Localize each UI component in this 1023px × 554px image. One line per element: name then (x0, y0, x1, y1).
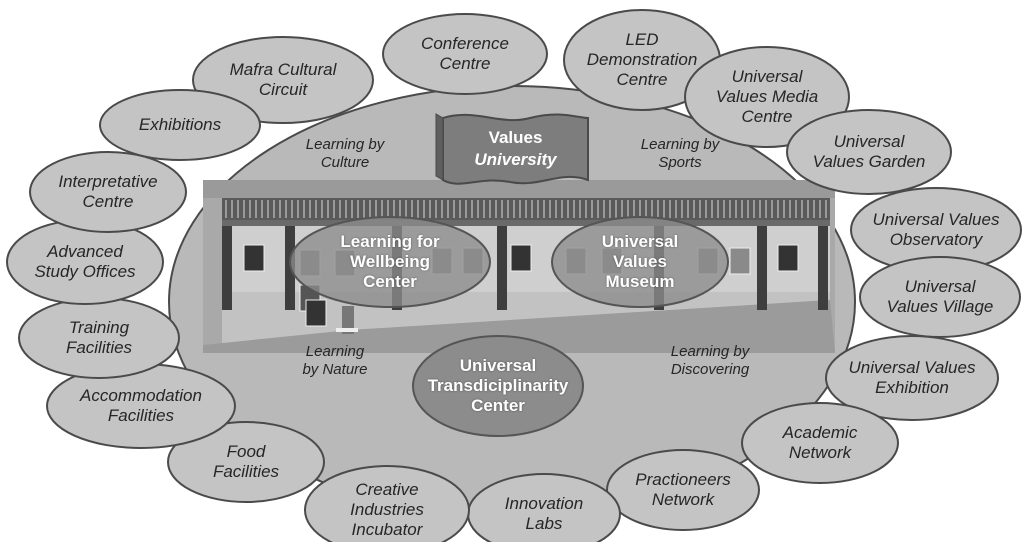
universal-values-garden-ellipse (786, 109, 952, 195)
food-facilities-label: Food Facilities (212, 441, 280, 481)
creative-industries-incubator-ellipse (304, 465, 470, 542)
exhibitions-label: Exhibitions (138, 114, 222, 134)
led-demonstration-centre-label: LED Demonstration Centre (586, 29, 698, 90)
diagram-canvas: Values University Learning by Culture Le… (6, 9, 1022, 542)
universal-values-exhibition-label: Universal Values Exhibition (848, 357, 976, 397)
academic-network-label: Academic Network (782, 422, 858, 462)
banner-label: Values University (443, 122, 588, 176)
mafra-cultural-circuit-label: Mafra Cultural Circuit (229, 59, 337, 99)
diagram-svg (6, 9, 1022, 542)
practioneers-network-label: Practioneers Network (635, 469, 731, 509)
museum-ellipse (551, 216, 729, 308)
food-facilities-ellipse (167, 421, 325, 503)
transdisciplinarity-center-label: Universal Transdiciplinarity Center (427, 355, 569, 416)
museum-label: Universal Values Museum (601, 231, 679, 292)
conference-centre-ellipse (382, 13, 548, 95)
learning-by-culture-label: Learning by Culture (305, 136, 385, 171)
universal-values-village-ellipse (859, 256, 1021, 338)
universal-values-garden-label: Universal Values Garden (812, 131, 926, 171)
universal-values-exhibition-ellipse (825, 335, 999, 421)
interpretative-centre-label: Interpretative Centre (58, 171, 158, 211)
creative-industries-incubator-label: Creative Industries Incubator (350, 479, 424, 540)
practioneers-network-ellipse (606, 449, 760, 531)
innovation-labs-label: Innovation Labs (504, 493, 584, 533)
building-window (510, 244, 532, 272)
advanced-study-offices-label: Advanced Study Offices (34, 241, 136, 281)
building-column (757, 226, 767, 310)
banner-line1: Values (488, 127, 543, 147)
universal-values-village-label: Universal Values Village (886, 276, 994, 316)
building-column (497, 226, 507, 310)
universal-values-media-centre-ellipse (684, 46, 850, 148)
universal-values-observatory-label: Universal Values Observatory (872, 209, 1000, 249)
building-column (222, 226, 232, 310)
exhibitions-ellipse (99, 89, 261, 161)
accommodation-facilities-label: Accommodation Facilities (80, 385, 202, 425)
building-window (777, 244, 799, 272)
values-university-banner (442, 113, 589, 185)
learning-by-sports-label: Learning by Sports (640, 136, 720, 171)
building-window (305, 299, 327, 327)
building-column (818, 226, 828, 310)
wellbeing-center-ellipse (289, 216, 491, 308)
training-facilities-label: Training Facilities (65, 317, 133, 357)
learning-by-nature-label: Learning by Nature (302, 343, 368, 378)
transdisciplinarity-center-ellipse (412, 335, 584, 437)
learning-by-discovering-label: Learning by Discovering (670, 343, 750, 378)
academic-network-ellipse (741, 402, 899, 484)
universal-values-media-centre-label: Universal Values Media Centre (715, 66, 819, 127)
interpretative-centre-ellipse (29, 151, 187, 233)
building-window (729, 247, 751, 275)
wellbeing-center-label: Learning for Wellbeing Center (340, 231, 440, 292)
banner-line2: University (474, 150, 557, 169)
conference-centre-label: Conference Centre (421, 33, 509, 73)
building-window (243, 244, 265, 272)
